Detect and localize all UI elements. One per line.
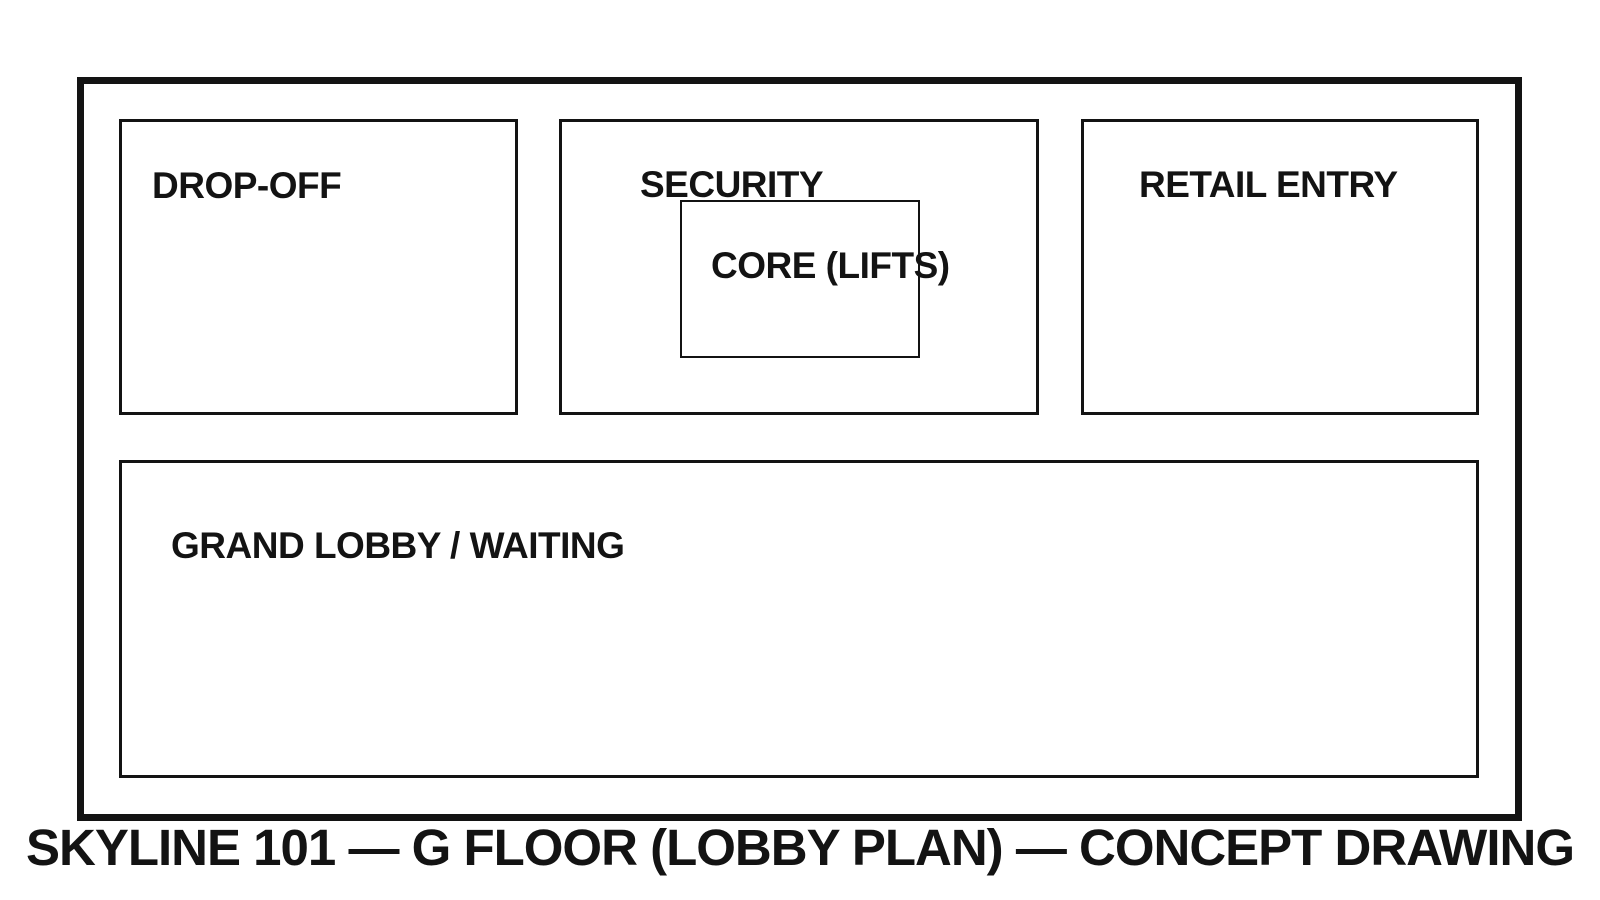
room-label-grand-lobby: GRAND LOBBY / WAITING bbox=[171, 525, 625, 566]
room-grand-lobby bbox=[119, 460, 1479, 778]
room-retail-entry bbox=[1081, 119, 1479, 415]
drawing-caption: SKYLINE 101 — G FLOOR (LOBBY PLAN) — CON… bbox=[25, 819, 1575, 876]
room-label-core-lifts: CORE (LIFTS) bbox=[711, 245, 950, 286]
building-outline bbox=[77, 77, 1522, 821]
room-core-lifts bbox=[680, 200, 920, 358]
room-drop-off bbox=[119, 119, 518, 415]
room-label-retail-entry: RETAIL ENTRY bbox=[1139, 164, 1398, 205]
room-label-drop-off: DROP-OFF bbox=[152, 165, 342, 206]
room-label-security: SECURITY bbox=[640, 164, 824, 205]
room-security bbox=[559, 119, 1039, 415]
